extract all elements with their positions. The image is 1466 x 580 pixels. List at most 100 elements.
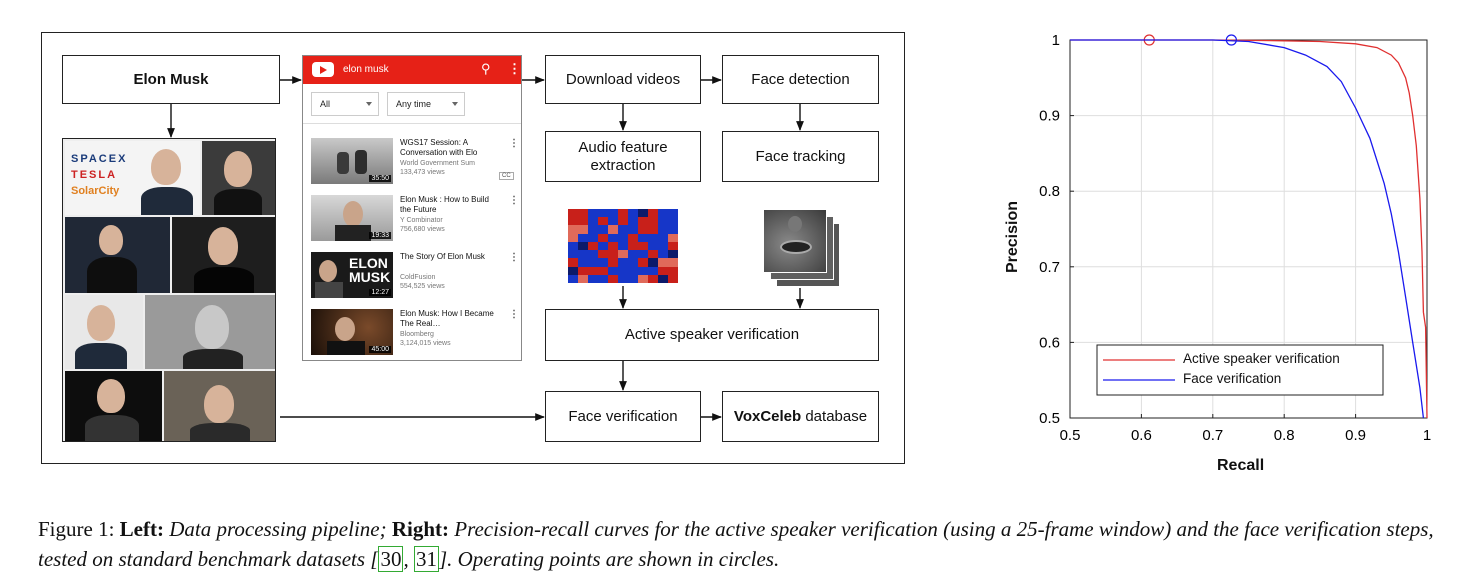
- video-duration: 35:50: [369, 175, 391, 182]
- audio-feature-box: Audio feature extraction: [545, 131, 701, 182]
- x-tick-label: 1: [1423, 427, 1431, 444]
- series-line-active-speaker: [1070, 39, 1428, 419]
- caption-right-text: Precision-recall curves for the active s…: [38, 517, 1434, 571]
- video-thumbnail[interactable]: 45:00: [311, 309, 393, 355]
- caption-label: Figure 1:: [38, 517, 120, 541]
- photo-collage: SPACEX TESLA SolarCity: [62, 138, 276, 442]
- citation-link[interactable]: 30: [378, 546, 404, 572]
- video-thumbnail[interactable]: 35:50: [311, 138, 393, 184]
- operating-point-face-verification: [1225, 34, 1237, 46]
- y-tick-label: 1: [1052, 32, 1060, 49]
- video-result[interactable]: 35:50 WGS17 Session: A Conversation with…: [311, 138, 519, 190]
- video-views: 554,525 views: [400, 283, 445, 290]
- video-channel: World Government Sum: [400, 160, 475, 167]
- photo-6: [145, 295, 275, 369]
- face-verification-box: Face verification: [545, 391, 701, 442]
- youtube-results: elon musk ⚲ ⋮ All Any time 35:50 WGS17 S…: [302, 55, 522, 361]
- x-tick-label: 0.8: [1274, 427, 1295, 444]
- photo-7: [65, 371, 162, 441]
- y-tick-label: 0.5: [1039, 410, 1060, 427]
- video-views: 756,680 views: [400, 226, 445, 233]
- y-tick-label: 0.9: [1039, 108, 1060, 125]
- more-vert-icon[interactable]: ⋮: [508, 61, 521, 76]
- photo-4: [172, 217, 275, 293]
- chevron-down-icon: [452, 102, 458, 106]
- x-tick-label: 0.7: [1202, 427, 1223, 444]
- voxceleb-suffix: database: [801, 407, 868, 425]
- legend-label-face: Face verification: [1183, 371, 1282, 386]
- more-vert-icon[interactable]: ⋮: [509, 309, 519, 320]
- video-duration: 45:00: [369, 346, 391, 353]
- video-result[interactable]: 19:33 Elon Musk : How to Build the Futur…: [311, 195, 519, 247]
- video-thumbnail[interactable]: ELON MUSK 12:27: [311, 252, 393, 298]
- x-axis-label: Recall: [1217, 457, 1265, 474]
- caption-left-text: Data processing pipeline;: [163, 517, 392, 541]
- more-vert-icon[interactable]: ⋮: [509, 252, 519, 263]
- photo-3: [65, 217, 170, 293]
- suit-1: [141, 187, 193, 215]
- filter-time-select[interactable]: Any time: [387, 92, 465, 116]
- active-speaker-box: Active speaker verification: [545, 309, 879, 361]
- filter-type-value: All: [320, 99, 331, 109]
- video-title[interactable]: Elon Musk : How to Build the Future: [400, 195, 489, 214]
- chart-legend: [1096, 344, 1384, 396]
- chart-curves: [1070, 34, 1428, 419]
- nose-shape: [788, 216, 802, 232]
- search-icon[interactable]: ⚲: [481, 61, 491, 76]
- filter-type-select[interactable]: All: [311, 92, 379, 116]
- video-title[interactable]: The Story Of Elon Musk: [400, 252, 485, 261]
- legend-label-asv: Active speaker verification: [1183, 351, 1340, 366]
- youtube-search-query[interactable]: elon musk: [343, 64, 389, 75]
- x-tick-label: 0.9: [1345, 427, 1366, 444]
- voxceleb-box: VoxCeleb database: [722, 391, 879, 442]
- figure-caption: Figure 1: Left: Data processing pipeline…: [38, 514, 1458, 574]
- tesla-logo: TESLA: [71, 169, 118, 181]
- youtube-logo-icon: [312, 62, 334, 77]
- video-title[interactable]: WGS17 Session: A Conversation with Elo: [400, 138, 478, 157]
- filter-time-value: Any time: [396, 99, 432, 109]
- cc-badge: CC: [499, 172, 514, 180]
- audio-spectrogram: [568, 209, 678, 283]
- thumbnail-text: ELON MUSK: [349, 255, 391, 285]
- caption-sep: ,: [403, 547, 414, 571]
- more-vert-icon[interactable]: ⋮: [509, 195, 519, 206]
- legend-box: [1096, 344, 1384, 396]
- face-tracking-box: Face tracking: [722, 131, 879, 182]
- caption-end: ]. Operating points are shown in circles…: [438, 547, 780, 571]
- face-1: [151, 149, 181, 185]
- voxceleb-name: VoxCeleb: [733, 407, 802, 425]
- face-detection-box: Face detection: [722, 55, 879, 104]
- more-vert-icon[interactable]: ⋮: [509, 138, 519, 149]
- y-tick-label: 0.7: [1039, 259, 1060, 276]
- caption-left-label: Left:: [119, 517, 164, 541]
- solarcity-logo: SolarCity: [71, 185, 120, 197]
- chevron-down-icon: [366, 102, 372, 106]
- x-tick-label: 0.6: [1131, 427, 1152, 444]
- pipeline-frame: [41, 32, 905, 464]
- x-tick-label: 0.5: [1060, 427, 1081, 444]
- citation-link[interactable]: 31: [413, 546, 439, 572]
- caption-right-label: Right:: [391, 517, 450, 541]
- video-views: 133,473 views: [400, 169, 445, 176]
- spacex-logo: SPACEX: [71, 153, 128, 165]
- photo-8: [164, 371, 275, 441]
- video-duration: 12:27: [369, 289, 391, 296]
- query-box: Elon Musk: [62, 55, 280, 104]
- video-title[interactable]: Elon Musk: How I Became The Real…: [400, 309, 494, 328]
- video-thumbnail[interactable]: 19:33: [311, 195, 393, 241]
- video-channel: ColdFusion: [400, 274, 436, 281]
- y-tick-label: 0.8: [1039, 183, 1060, 200]
- video-channel: Y Combinator: [400, 217, 443, 224]
- video-result[interactable]: ELON MUSK 12:27 The Story Of Elon Musk C…: [311, 252, 519, 304]
- video-channel: Bloomberg: [400, 331, 434, 338]
- series-line-face-verification: [1070, 39, 1425, 419]
- download-videos-box: Download videos: [545, 55, 701, 104]
- photo-2: [202, 141, 275, 215]
- mouth-shape: [780, 240, 812, 254]
- video-duration: 19:33: [369, 232, 391, 239]
- logo-photo: SPACEX TESLA SolarCity: [65, 141, 200, 215]
- video-result[interactable]: 45:00 Elon Musk: How I Became The Real… …: [311, 309, 519, 360]
- youtube-header: elon musk ⚲ ⋮: [303, 56, 521, 84]
